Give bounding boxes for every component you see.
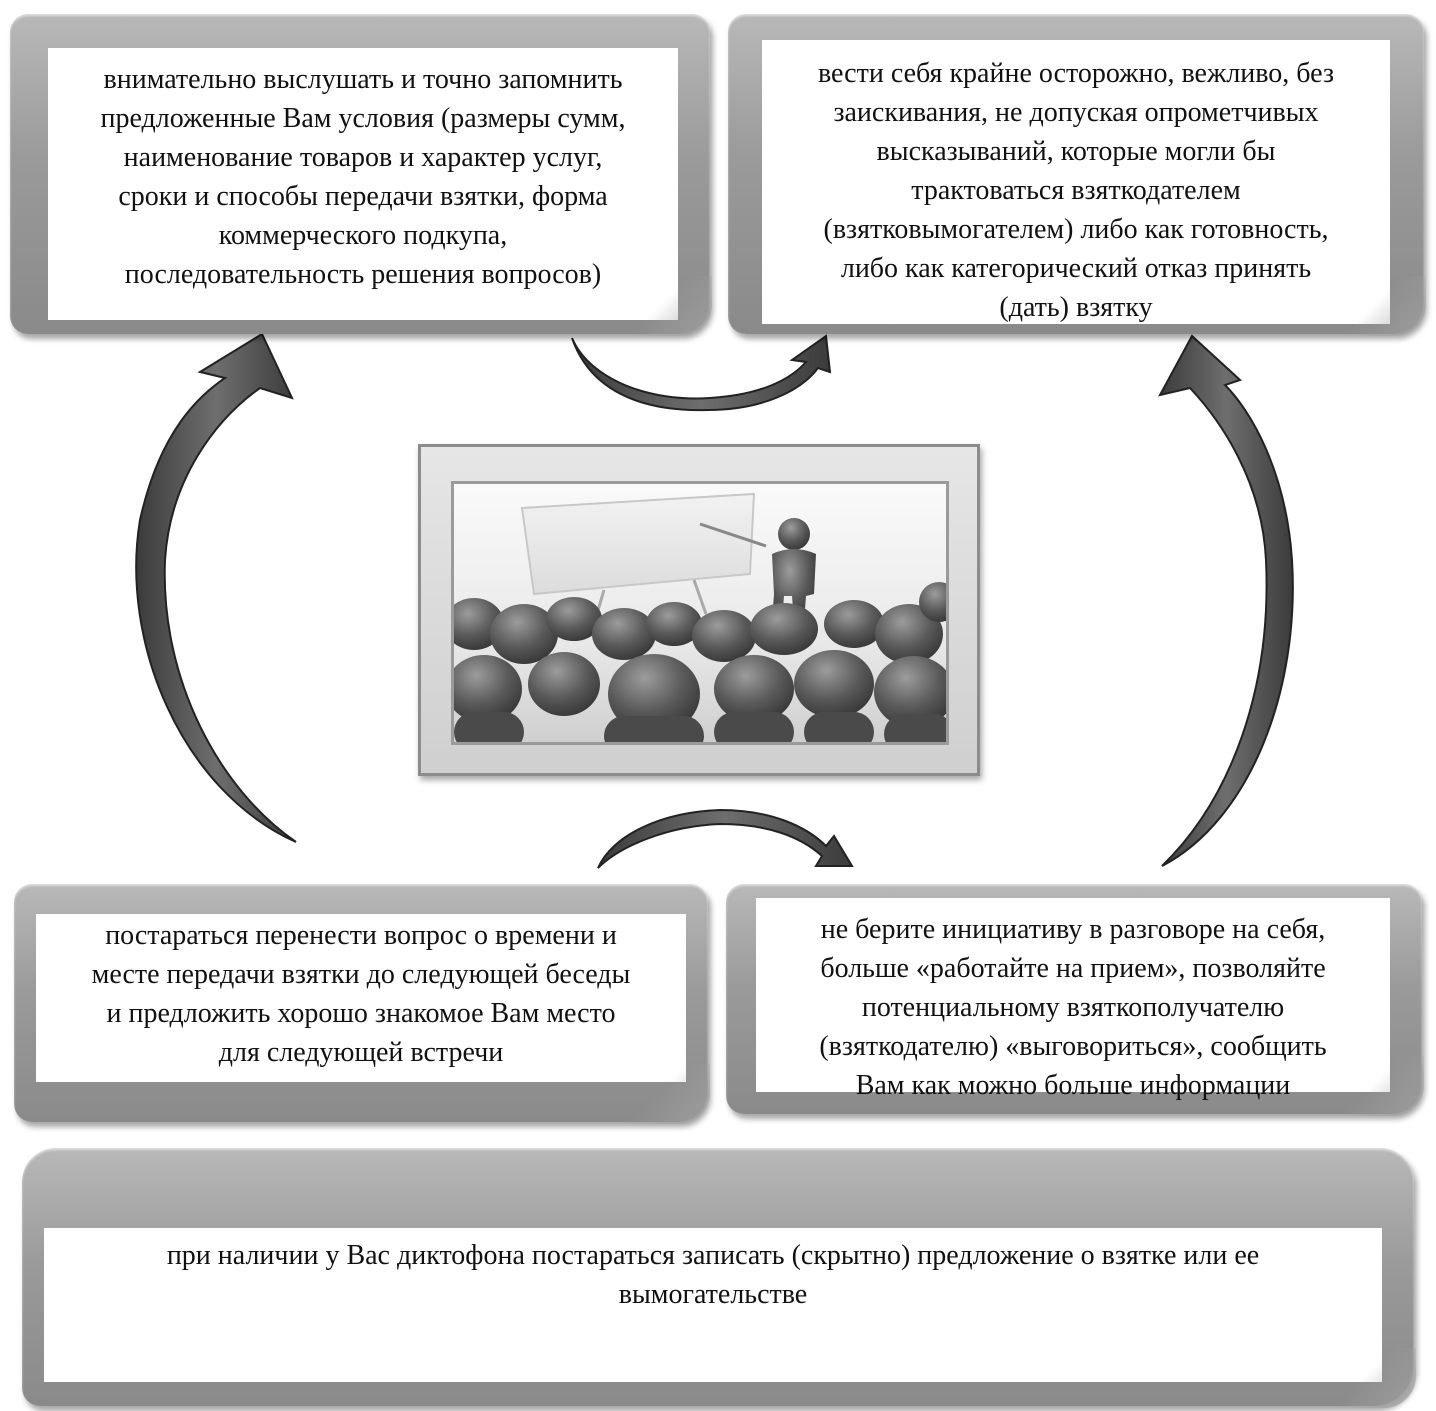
text-line: либо как категорический отказ принять — [840, 253, 1312, 284]
box-behave-carefully: вести себя крайне осторожно, вежливо, бе… — [728, 14, 1426, 336]
arrow-right-up — [1158, 334, 1294, 867]
text-line: постараться перенести вопрос о времени и — [105, 920, 617, 951]
text-line: внимательно выслушать и точно запомнить — [103, 64, 623, 95]
box-listen-remember-text: внимательно выслушать и точно запомнить … — [48, 48, 678, 320]
box-record-dictaphone-text: при наличии у Вас диктофона постараться … — [44, 1228, 1382, 1382]
box-behave-carefully-text: вести себя крайне осторожно, вежливо, бе… — [762, 40, 1390, 324]
text-line: заискивания, не допуская опрометчивых — [833, 97, 1319, 128]
text-line: и предложить хорошо знакомое Вам место — [106, 998, 616, 1029]
text-line: высказываний, которые могли бы — [876, 136, 1276, 167]
box-postpone-meeting: постараться перенести вопрос о времени и… — [14, 884, 710, 1124]
text-line: (взяткодателю) «выговориться», сообщить — [819, 1031, 1327, 1062]
text-line: больше «работайте на прием», позволяйте — [820, 953, 1326, 984]
arrow-bottom-connector — [597, 808, 854, 869]
text-line: Вам как можно больше информации — [855, 1070, 1291, 1101]
text-line: предложенные Вам условия (размеры сумм, — [100, 103, 626, 134]
box-dont-take-initiative: не берите инициативу в разговоре на себя… — [726, 884, 1424, 1116]
text-line: (взятковымогателем) либо как готовность, — [823, 214, 1329, 245]
text-line: вымогательстве — [618, 1279, 808, 1310]
arrow-top-connector — [571, 334, 832, 412]
text-line: (дать) взятку — [999, 292, 1153, 323]
text-line: потенциальному взяткополучателю — [861, 992, 1285, 1023]
box-listen-remember: внимательно выслушать и точно запомнить … — [10, 14, 712, 336]
arrow-left-up — [135, 332, 297, 843]
text-line: не берите инициативу в разговоре на себя… — [820, 914, 1326, 945]
text-line: последовательность решения вопросов) — [124, 259, 602, 290]
text-line: при наличии у Вас диктофона постараться … — [166, 1240, 1260, 1271]
box-dont-take-initiative-text: не берите инициативу в разговоре на себя… — [756, 898, 1390, 1101]
text-line: сроки и способы передачи взятки, форма — [118, 181, 608, 212]
text-line: вести себя крайне осторожно, вежливо, бе… — [817, 58, 1335, 89]
text-line: наименование товаров и характер услуг, — [123, 142, 603, 173]
text-line: трактоваться взяткодателем — [911, 175, 1241, 206]
text-line: коммерческого подкупа, — [218, 220, 508, 251]
box-postpone-meeting-text: постараться перенести вопрос о времени и… — [36, 914, 686, 1082]
center-image-frame — [418, 444, 980, 776]
text-line: для следующей встречи — [218, 1037, 504, 1068]
presentation-audience-image — [451, 481, 949, 745]
box-record-dictaphone: при наличии у Вас диктофона постараться … — [22, 1148, 1416, 1408]
text-line: месте передачи взятки до следующей бесед… — [91, 959, 631, 990]
